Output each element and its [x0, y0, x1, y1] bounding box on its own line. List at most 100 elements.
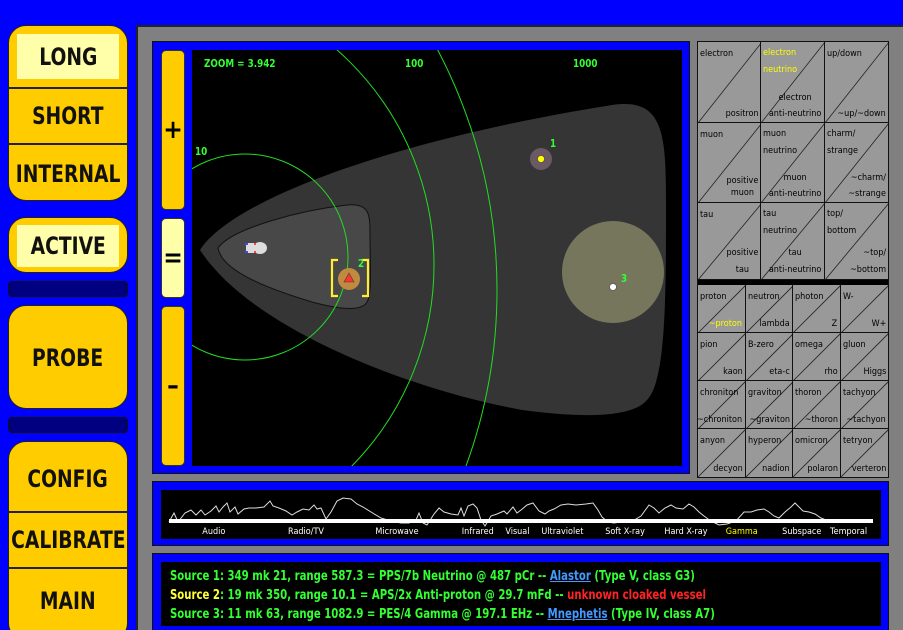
source-link-alastor[interactable]: Alastor — [549, 569, 591, 584]
particle-cell-w-boson[interactable]: W- W+ — [840, 285, 888, 333]
particle-cell-b-zero[interactable]: B-zero eta-c — [745, 333, 793, 381]
calibrate-button[interactable]: CALIBRATE — [9, 513, 127, 569]
band-visual[interactable]: Visual — [505, 527, 530, 537]
particle-label: thoron — [795, 388, 822, 398]
antiparticle-label: ~chroniton — [698, 415, 743, 425]
band-hard-xray[interactable]: Hard X-ray — [664, 527, 708, 537]
antiparticle-label: Z — [831, 319, 838, 329]
zoom-in-button[interactable]: + — [161, 50, 185, 210]
antiparticle-label: electron anti-neutrino — [769, 93, 822, 119]
source-details: : 19 mk 350, range 10.1 = APS/2x Anti-pr… — [219, 588, 568, 603]
probe-button[interactable]: PROBE — [9, 306, 127, 408]
contact-1-label[interactable]: 1 — [550, 137, 557, 150]
contact-2-vessel — [343, 272, 355, 283]
particle-label: tachyon — [842, 388, 876, 398]
source-classification: (Type IV, class A7) — [607, 607, 715, 622]
band-radio-tv[interactable]: Radio/TV — [287, 527, 324, 537]
source-row-1[interactable]: Source 1: 349 mk 21, range 587.3 = PPS/7… — [170, 567, 725, 586]
source-details: : 11 mk 63, range 1082.9 = PES/4 Gamma @… — [219, 607, 548, 622]
sensor-map-viewport[interactable]: ZOOM = 3.942 10 100 1000 1 2 3 — [192, 50, 682, 466]
active-scan-button[interactable]: ACTIVE — [9, 218, 127, 272]
config-label: CONFIG — [27, 464, 109, 493]
particle-cell-tachyon[interactable]: tachyon ~tachyon — [840, 381, 888, 429]
diagonal-divider — [761, 43, 824, 122]
zoom-reset-button[interactable]: = — [161, 218, 185, 298]
band-soft-xray[interactable]: Soft X-ray — [605, 527, 645, 537]
particle-cell-photon[interactable]: photon Z — [793, 285, 841, 333]
particle-cell-proton[interactable]: proton ~proton — [698, 285, 746, 333]
scan-region-outer — [200, 104, 666, 416]
particle-cell-charm-strange[interactable]: charm/ strange ~charm/ ~strange — [824, 123, 889, 203]
antiparticle-label: W+ — [871, 319, 886, 329]
diagonal-divider — [698, 381, 745, 428]
target-bracket-right — [362, 258, 370, 298]
band-temporal[interactable]: Temporal — [830, 527, 868, 537]
diagonal-divider — [840, 285, 888, 332]
particle-label: tetryon — [842, 436, 873, 446]
band-microwave[interactable]: Microwave — [375, 527, 419, 537]
band-subspace[interactable]: Subspace — [782, 527, 822, 537]
particle-label: pion — [700, 340, 718, 350]
particle-cell-hyperon[interactable]: hyperon nadion — [745, 429, 793, 477]
antiparticle-label: tau anti-neutrino — [769, 248, 822, 275]
particle-cell-electron-neutrino[interactable]: electron neutrino electron anti-neutrino — [761, 42, 825, 123]
target-bracket-left — [330, 258, 338, 298]
particle-cell-neutron[interactable]: neutron lambda — [745, 285, 793, 333]
particle-cell-graviton[interactable]: graviton ~graviton — [745, 381, 793, 429]
probe-group: PROBE — [8, 305, 128, 409]
particle-cell-tau-neutrino[interactable]: tau neutrino tau anti-neutrino — [761, 203, 825, 280]
particle-cell-top-bottom[interactable]: top/ bottom ~top/ ~bottom — [824, 203, 889, 280]
particle-cell-anyon[interactable]: anyon decyon — [698, 429, 746, 477]
particle-cell-omicron[interactable]: omicron polaron — [793, 429, 841, 477]
particle-label: proton — [700, 292, 727, 302]
band-audio[interactable]: Audio — [202, 527, 226, 537]
antiparticle-label: ~graviton — [749, 415, 790, 425]
contact-2-label[interactable]: 2 — [358, 257, 365, 270]
particle-cell-electron[interactable]: electron positron — [698, 42, 762, 123]
system-group: CONFIG CALIBRATE MAIN — [8, 441, 128, 630]
source-row-2[interactable]: Source 2: 19 mk 350, range 10.1 = APS/2x… — [170, 586, 725, 605]
short-range-button[interactable]: SHORT — [9, 89, 127, 145]
particle-cell-omega[interactable]: omega rho — [793, 333, 841, 381]
particle-label: anyon — [700, 436, 725, 446]
antiparticle-label: lambda — [759, 319, 790, 329]
particle-row: tau positive tau tau neutrino tau anti-n… — [698, 203, 889, 280]
band-infrared[interactable]: Infrared — [461, 527, 494, 537]
diagonal-divider — [698, 43, 761, 122]
source-row-3[interactable]: Source 3: 11 mk 63, range 1082.9 = PES/4… — [170, 605, 725, 624]
minus-icon: – — [167, 371, 179, 401]
particle-cell-tau[interactable]: tau positive tau — [698, 203, 762, 280]
diagonal-divider — [840, 429, 888, 477]
particle-row: muon positive muon muon neutrino muon an… — [698, 123, 889, 203]
band-ultraviolet[interactable]: Ultraviolet — [541, 527, 584, 537]
short-range-label: SHORT — [32, 102, 104, 130]
source-link-mnephetis[interactable]: Mnephetis — [547, 607, 608, 622]
main-button[interactable]: MAIN — [9, 569, 127, 630]
particle-cell-chroniton[interactable]: chroniton ~chroniton — [698, 381, 746, 429]
particle-cell-gluon[interactable]: gluon Higgs — [840, 333, 888, 381]
particle-cell-pion[interactable]: pion kaon — [698, 333, 746, 381]
em-spectrum-display[interactable]: Audio Radio/TV Microwave Infrared Visual… — [161, 490, 881, 539]
internal-button[interactable]: INTERNAL — [9, 145, 127, 200]
zoom-out-button[interactable]: – — [161, 306, 185, 466]
particle-cell-muon[interactable]: muon positive muon — [698, 123, 762, 203]
particle-row: proton ~proton neutron lambda photon Z W… — [698, 285, 888, 333]
source-list-frame: Source 1: 349 mk 21, range 587.3 = PPS/7… — [152, 553, 889, 630]
selected-highlight — [17, 34, 119, 79]
particle-cell-tetryon[interactable]: tetryon verteron — [840, 429, 888, 477]
diagonal-divider — [745, 333, 793, 380]
band-gamma[interactable]: Gamma — [725, 527, 758, 537]
antiparticle-label: ~thoron — [804, 415, 838, 425]
diagonal-divider — [745, 285, 793, 332]
particle-cell-thoron[interactable]: thoron ~thoron — [793, 381, 841, 429]
particle-label: muon neutrino — [763, 129, 798, 156]
diagonal-divider — [840, 381, 888, 428]
config-button[interactable]: CONFIG — [9, 442, 127, 513]
particle-cell-muon-neutrino[interactable]: muon neutrino muon anti-neutrino — [761, 123, 825, 203]
contact-3-label[interactable]: 3 — [621, 272, 628, 285]
particle-cell-up-down[interactable]: up/down ~up/~down — [824, 42, 889, 123]
particle-label: tau — [700, 210, 714, 220]
contact-3-halo — [562, 221, 664, 323]
long-range-button[interactable]: LONG — [9, 26, 127, 89]
antiparticle-label: rho — [824, 367, 838, 377]
